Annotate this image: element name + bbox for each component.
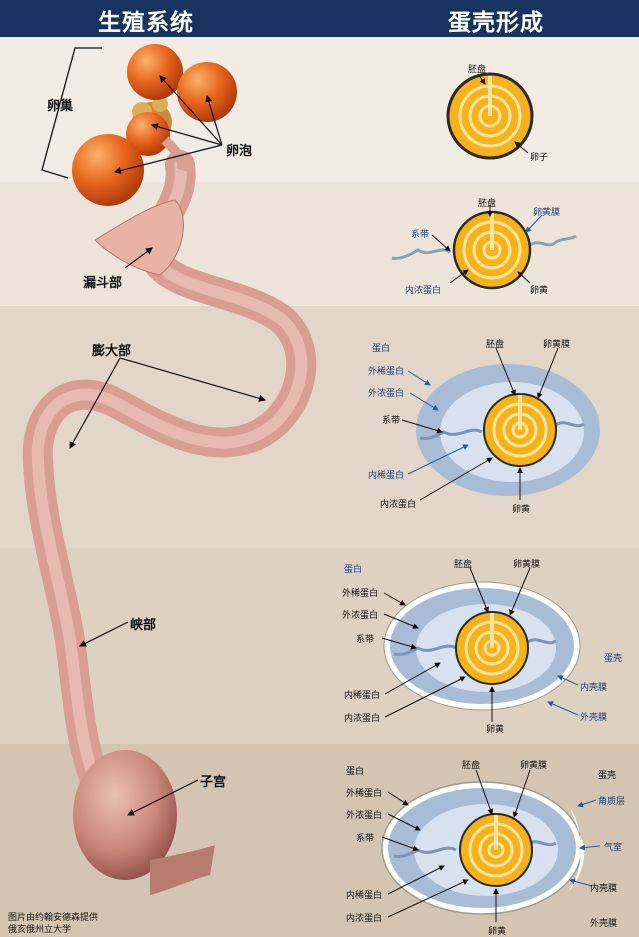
s5-air-cell-label: 气室 <box>604 843 623 853</box>
s2-vitelline-membrane-label: 卵黄膜 <box>533 208 561 218</box>
s1-ovum-label: 卵子 <box>530 153 549 163</box>
s5-yolk-label: 卵黄 <box>488 927 507 937</box>
isthmus-label: 峡部 <box>130 618 157 633</box>
s5-eggshell-label: 蛋壳 <box>598 771 617 781</box>
stage4-shell-membranes <box>381 567 581 722</box>
s2-inner-thick-albumen-label: 内浓蛋白 <box>405 286 442 296</box>
s5-vitelline-membrane-label: 卵黄膜 <box>520 761 548 771</box>
ovary-label: 卵巢 <box>47 99 74 114</box>
s5-albumen-label: 蛋白 <box>346 767 365 777</box>
s4-eggshell-label: 蛋壳 <box>604 654 623 664</box>
s2-chalaza-label: 系带 <box>411 230 430 240</box>
s2-germinal-disc-label: 胚盘 <box>478 199 497 209</box>
s3-albumen-label: 蛋白 <box>372 344 391 354</box>
s3-outer-thick-label: 外浓蛋白 <box>368 389 405 399</box>
s5-outer-membrane-label: 外壳膜 <box>590 919 618 929</box>
s3-chalaza-label: 系带 <box>382 416 401 426</box>
s1-germinal-disc-label: 胚盘 <box>468 65 487 75</box>
oviduct-illustration <box>22 44 317 895</box>
s5-outer-thick-label: 外浓蛋白 <box>346 811 383 821</box>
infundibulum <box>94 199 184 276</box>
uterus-label: 子宫 <box>200 775 227 790</box>
stage3-albumen <box>401 347 600 501</box>
s3-outer-thin-label: 外稀蛋白 <box>368 367 405 377</box>
stage5-complete-egg <box>381 769 601 922</box>
s4-chalaza-label: 系带 <box>356 635 375 645</box>
s4-yolk-label: 卵黄 <box>486 725 505 735</box>
stage1-ovum <box>446 72 534 160</box>
uterus-shape <box>73 750 177 880</box>
s5-germinal-disc-label: 胚盘 <box>462 761 481 771</box>
eggshell-formation-title: 蛋壳形成 <box>448 10 544 36</box>
s2-yolk-label: 卵黄 <box>530 286 549 296</box>
s4-germinal-disc-label: 胚盘 <box>454 560 473 570</box>
credit-line-2: 俄亥俄州立大学 <box>8 925 72 935</box>
ovary-cluster <box>72 44 237 206</box>
follicle-label: 卵泡 <box>226 144 253 159</box>
s5-cuticle-label: 角质层 <box>598 797 626 807</box>
s3-inner-thick-label: 内浓蛋白 <box>380 500 417 510</box>
s3-inner-thin-label: 内稀蛋白 <box>368 471 405 481</box>
s5-outer-thin-label: 外稀蛋白 <box>346 789 383 799</box>
credit-line-1: 图片由约翰安德森提供 <box>8 913 99 923</box>
s4-inner-thin-label: 内稀蛋白 <box>344 691 381 701</box>
s4-albumen-label: 蛋白 <box>344 565 363 575</box>
s3-vitelline-membrane-label: 卵黄膜 <box>543 340 571 350</box>
reproductive-system-title: 生殖系统 <box>98 10 194 36</box>
s3-germinal-disc-label: 胚盘 <box>486 340 505 350</box>
s5-chalaza-label: 系带 <box>356 834 375 844</box>
s4-vitelline-membrane-label: 卵黄膜 <box>513 560 541 570</box>
header-bar: 生殖系统 蛋壳形成 <box>0 0 639 37</box>
s4-inner-shell-membrane-label: 内壳膜 <box>580 683 608 693</box>
s4-outer-shell-membrane-label: 外壳膜 <box>580 713 608 723</box>
s5-inner-membrane-label: 内壳膜 <box>590 884 618 894</box>
s4-outer-thin-label: 外稀蛋白 <box>342 589 379 599</box>
infundibulum-label: 漏斗部 <box>83 276 123 291</box>
s4-inner-thick-label: 内浓蛋白 <box>344 714 381 724</box>
s3-yolk-label: 卵黄 <box>512 505 531 515</box>
s5-inner-thick-label: 内浓蛋白 <box>346 914 383 924</box>
stage2-yolk-chalaza <box>391 205 577 290</box>
s4-outer-thick-label: 外浓蛋白 <box>342 611 379 621</box>
magnum-label: 膨大部 <box>92 344 132 359</box>
s5-inner-thin-label: 内稀蛋白 <box>346 891 383 901</box>
